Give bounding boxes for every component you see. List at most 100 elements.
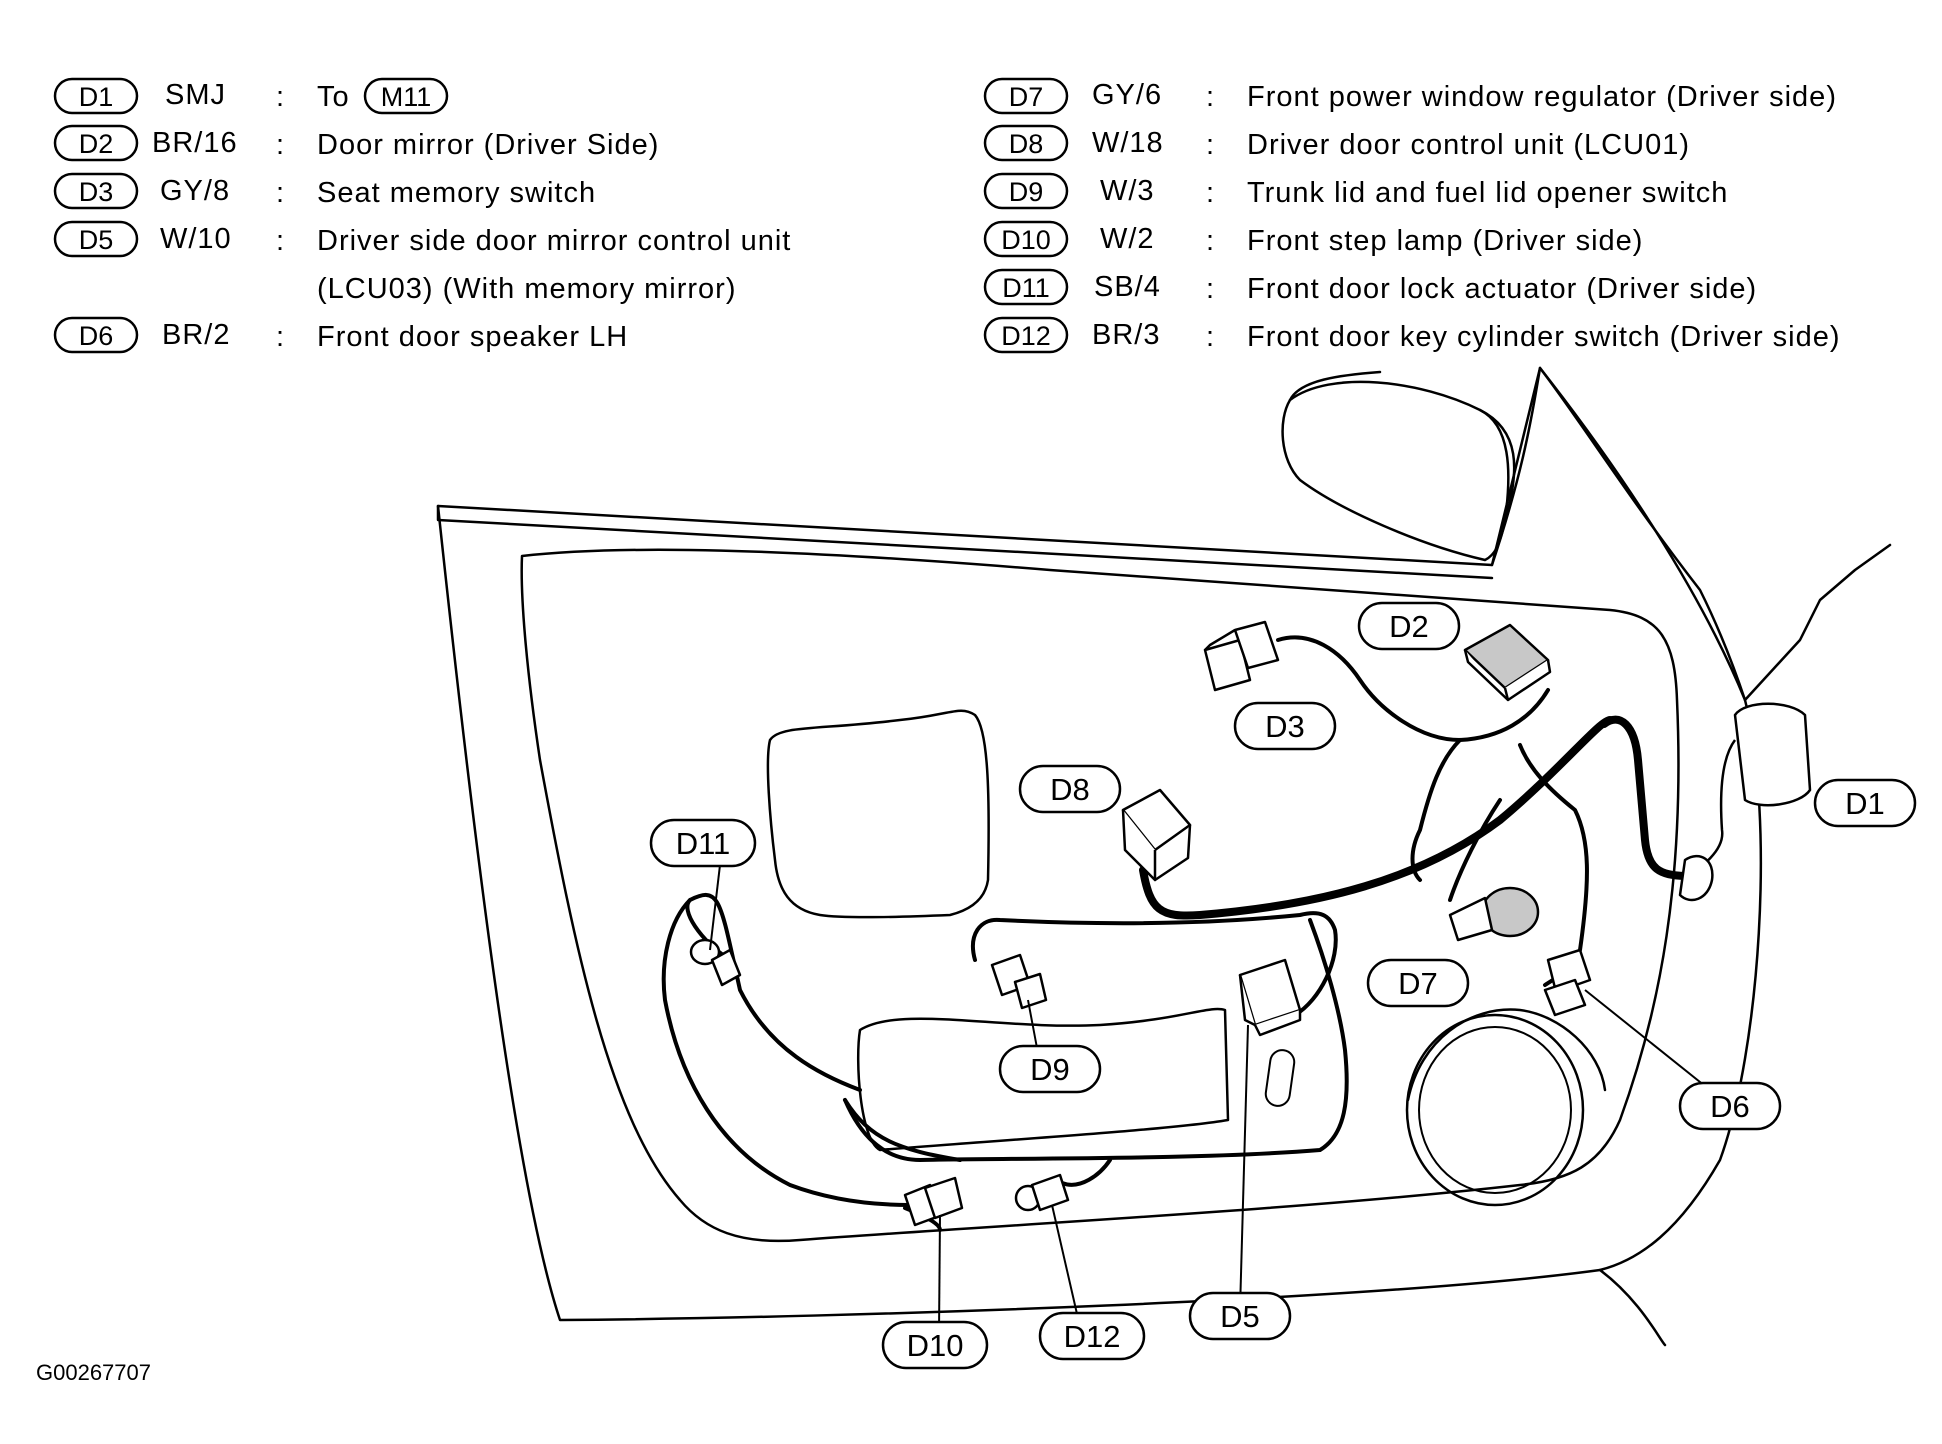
- legend-row-d2: D2 BR/16 : Door mirror (Driver Side): [53, 124, 659, 162]
- door-mirror: [1281, 370, 1516, 562]
- wiring-harness: [661, 635, 1689, 1232]
- legend-wire: SB/4: [1094, 271, 1161, 303]
- connector-d1: [1678, 702, 1812, 902]
- legend-sep: :: [276, 321, 285, 353]
- callout-d8: D8: [1018, 764, 1122, 814]
- connector-d2: [1463, 623, 1552, 702]
- legend-wire: SMJ: [165, 79, 226, 111]
- connector-d3: [1203, 620, 1280, 692]
- legend-row-d8: D8 W/18 : Driver door control unit (LCU0…: [983, 124, 1690, 162]
- connector-d10: [903, 1176, 964, 1227]
- svg-text:D10: D10: [907, 1328, 964, 1363]
- legend-row-d10: D10 W/2 : Front step lamp (Driver side): [983, 220, 1643, 258]
- connector-d7: [1448, 886, 1540, 942]
- legend-sep: :: [1206, 81, 1215, 113]
- legend-row-d3: D3 GY/8 : Seat memory switch: [53, 172, 596, 210]
- legend-desc-continued: (LCU03) (With memory mirror): [317, 273, 737, 305]
- legend-desc: Seat memory switch: [317, 177, 596, 209]
- svg-text:D2: D2: [1389, 609, 1429, 644]
- legend-id: D6: [79, 321, 114, 351]
- legend-row-d11: D11 SB/4 : Front door lock actuator (Dri…: [983, 268, 1757, 306]
- callout-d1: D1: [1813, 778, 1917, 828]
- legend-wire: W/2: [1100, 223, 1155, 255]
- connector-d9: [990, 953, 1048, 1010]
- legend-sep: :: [1206, 177, 1215, 209]
- svg-text:D6: D6: [1710, 1089, 1750, 1124]
- speaker: [1405, 1008, 1607, 1207]
- legend-sep: :: [1206, 321, 1215, 353]
- callout-d7: D7: [1366, 958, 1470, 1008]
- legend-id: D11: [1002, 273, 1050, 303]
- legend-wire: GY/8: [160, 175, 230, 207]
- legend-row-d1: D1 SMJ : To M11: [53, 77, 449, 115]
- svg-text:D8: D8: [1050, 772, 1090, 807]
- legend-desc: Front power window regulator (Driver sid…: [1247, 81, 1837, 113]
- legend-sep: :: [276, 81, 285, 113]
- svg-text:D11: D11: [676, 826, 731, 861]
- legend-id: D7: [1009, 82, 1044, 112]
- legend-desc: Front step lamp (Driver side): [1247, 225, 1643, 257]
- legend-wire: W/18: [1092, 127, 1164, 159]
- legend-id: D5: [79, 225, 114, 255]
- legend-sep: :: [1206, 225, 1215, 257]
- legend-row-d7: D7 GY/6 : Front power window regulator (…: [983, 77, 1837, 115]
- callout-d6: D6: [1678, 1081, 1782, 1131]
- legend-wire: BR/16: [152, 127, 238, 159]
- legend-desc: Front door lock actuator (Driver side): [1247, 273, 1757, 305]
- connector-d11: [689, 938, 742, 987]
- legend-desc: Driver door control unit (LCU01): [1247, 129, 1690, 161]
- legend-desc: Driver side door mirror control unit: [317, 225, 791, 257]
- legend-sep: :: [276, 129, 285, 161]
- svg-text:D12: D12: [1064, 1319, 1121, 1354]
- figure-code: G00267707: [36, 1360, 151, 1385]
- legend-desc: Front door key cylinder switch (Driver s…: [1247, 321, 1841, 353]
- legend-id: D2: [79, 129, 114, 159]
- svg-text:D9: D9: [1030, 1052, 1070, 1087]
- legend-desc: To: [317, 81, 350, 113]
- legend-wire: GY/6: [1092, 79, 1162, 111]
- svg-text:D1: D1: [1845, 786, 1885, 821]
- legend-row-d12: D12 BR/3 : Front door key cylinder switc…: [983, 316, 1841, 354]
- legend-right: D7 GY/6 : Front power window regulator (…: [983, 77, 1841, 354]
- connector-d12: [1014, 1173, 1070, 1212]
- legend-desc: Trunk lid and fuel lid opener switch: [1247, 177, 1728, 209]
- legend-wire: BR/3: [1092, 319, 1160, 351]
- legend-wire: W/10: [160, 223, 232, 255]
- connector-d6: [1543, 948, 1592, 1017]
- legend-id: D10: [1001, 225, 1051, 255]
- callout-d2: D2: [1357, 601, 1461, 651]
- connector-d8: [1121, 788, 1192, 882]
- legend-row-d5: D5 W/10 : Driver side door mirror contro…: [53, 220, 791, 305]
- legend-wire: BR/2: [162, 319, 230, 351]
- legend-desc: Door mirror (Driver Side): [317, 129, 659, 161]
- legend-sep: :: [1206, 129, 1215, 161]
- legend-id: D9: [1009, 177, 1044, 207]
- callouts: D2 D3 D1 D8 D11 D7 D9 D6: [649, 601, 1917, 1370]
- svg-text:D3: D3: [1265, 709, 1305, 744]
- legend-sep: :: [276, 177, 285, 209]
- callout-d9: D9: [998, 1044, 1102, 1094]
- legend-row-d9: D9 W/3 : Trunk lid and fuel lid opener s…: [983, 172, 1728, 210]
- door-panel: [436, 366, 1892, 1347]
- legend-id: D1: [79, 82, 114, 112]
- callout-d12: D12: [1038, 1311, 1146, 1361]
- legend-id: D8: [1009, 129, 1044, 159]
- callout-d5: D5: [1188, 1291, 1292, 1341]
- callout-d11: D11: [649, 818, 757, 868]
- connector-d5: [1238, 958, 1302, 1037]
- legend-left: D1 SMJ : To M11 D2 BR/16 : Door mirror (…: [53, 77, 791, 354]
- legend-sep: :: [276, 225, 285, 257]
- legend-id: D3: [79, 177, 114, 207]
- svg-text:D7: D7: [1398, 966, 1438, 1001]
- legend-ref: M11: [381, 82, 432, 112]
- legend-wire: W/3: [1100, 175, 1155, 207]
- svg-text:D5: D5: [1220, 1299, 1260, 1334]
- callout-d10: D10: [881, 1320, 989, 1370]
- legend-id: D12: [1001, 321, 1051, 351]
- legend-desc: Front door speaker LH: [317, 321, 628, 353]
- legend-row-d6: D6 BR/2 : Front door speaker LH: [53, 316, 628, 354]
- connectors: [689, 620, 1812, 1227]
- callout-d3: D3: [1233, 701, 1337, 751]
- legend-sep: :: [1206, 273, 1215, 305]
